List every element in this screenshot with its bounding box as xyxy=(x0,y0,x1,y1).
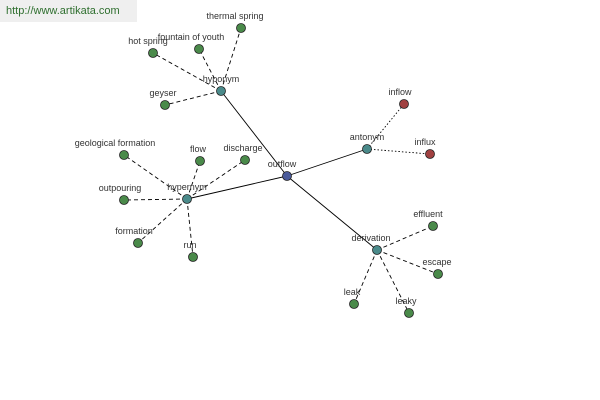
edge-derivation-effluent xyxy=(376,225,434,251)
source-url-banner: http://www.artikata.com xyxy=(0,0,137,22)
edge-outflow-hyponym xyxy=(220,90,288,177)
edge-derivation-leaky xyxy=(376,249,410,314)
node-dot-leaky[interactable] xyxy=(404,308,414,318)
node-dot-hot-spring[interactable] xyxy=(148,48,158,58)
edge-hypernym-discharge xyxy=(186,159,246,200)
node-label-flow: flow xyxy=(190,144,207,154)
node-label-formation: formation xyxy=(115,226,153,236)
node-dot-derivation[interactable] xyxy=(372,245,382,255)
node-leak[interactable]: leak xyxy=(344,287,361,309)
node-dot-influx[interactable] xyxy=(425,149,435,159)
node-dot-outpouring[interactable] xyxy=(119,195,129,205)
node-dot-geyser[interactable] xyxy=(160,100,170,110)
node-label-inflow: inflow xyxy=(388,87,412,97)
node-dot-formation[interactable] xyxy=(133,238,143,248)
node-label-hypernym: hypernym xyxy=(167,182,207,192)
node-label-influx: influx xyxy=(414,137,436,147)
edge-outflow-antonym xyxy=(286,148,368,177)
node-discharge[interactable]: discharge xyxy=(223,143,263,165)
node-formation[interactable]: formation xyxy=(115,226,153,248)
edge-derivation-leak xyxy=(353,249,378,305)
edge-antonym-influx xyxy=(366,148,431,155)
node-dot-flow[interactable] xyxy=(195,156,205,166)
node-dot-discharge[interactable] xyxy=(240,155,250,165)
node-dot-geological-formation[interactable] xyxy=(119,150,129,160)
node-label-derivation: derivation xyxy=(351,233,390,243)
edge-hypernym-geological-formation xyxy=(123,154,188,200)
node-hot-spring[interactable]: hot spring xyxy=(128,36,168,58)
node-dot-run[interactable] xyxy=(188,252,198,262)
edge-outflow-hypernym xyxy=(186,175,288,200)
edge-antonym-inflow xyxy=(366,103,405,150)
node-thermal-spring[interactable]: thermal spring xyxy=(206,11,264,33)
edge-hyponym-hot-spring xyxy=(152,52,222,92)
node-label-antonym: antonym xyxy=(350,132,385,142)
node-geyser[interactable]: geyser xyxy=(149,88,177,110)
node-outflow[interactable]: outflow xyxy=(268,159,297,181)
node-influx[interactable]: influx xyxy=(414,137,436,159)
node-label-thermal-spring: thermal spring xyxy=(206,11,263,21)
node-dot-fountain-of-youth[interactable] xyxy=(194,44,204,54)
node-escape[interactable]: escape xyxy=(422,257,452,279)
node-fountain-of-youth[interactable]: fountain of youth xyxy=(158,32,225,54)
node-dot-effluent[interactable] xyxy=(428,221,438,231)
node-label-outpouring: outpouring xyxy=(99,183,142,193)
edge-hypernym-outpouring xyxy=(123,198,188,201)
node-dot-hypernym[interactable] xyxy=(182,194,192,204)
node-label-hyponym: hyponym xyxy=(203,74,240,84)
node-leaky[interactable]: leaky xyxy=(395,296,417,318)
edge-hyponym-geyser xyxy=(164,90,222,106)
node-label-leaky: leaky xyxy=(395,296,417,306)
graph-edges xyxy=(123,27,439,314)
node-dot-outflow[interactable] xyxy=(282,171,292,181)
node-flow[interactable]: flow xyxy=(190,144,207,166)
node-label-leak: leak xyxy=(344,287,361,297)
node-label-discharge: discharge xyxy=(223,143,262,153)
node-label-hot-spring: hot spring xyxy=(128,36,168,46)
node-antonym[interactable]: antonym xyxy=(350,132,385,154)
node-label-geyser: geyser xyxy=(149,88,176,98)
edge-hyponym-fountain-of-youth xyxy=(198,48,222,92)
source-url[interactable]: http://www.artikata.com xyxy=(6,5,120,17)
node-hyponym[interactable]: hyponym xyxy=(203,74,240,96)
edge-outflow-derivation xyxy=(286,175,378,251)
node-outpouring[interactable]: outpouring xyxy=(99,183,142,205)
node-label-escape: escape xyxy=(422,257,451,267)
node-effluent[interactable]: effluent xyxy=(413,209,443,231)
node-hypernym[interactable]: hypernym xyxy=(167,182,207,204)
node-dot-escape[interactable] xyxy=(433,269,443,279)
node-label-outflow: outflow xyxy=(268,159,297,169)
node-dot-hyponym[interactable] xyxy=(216,86,226,96)
node-dot-antonym[interactable] xyxy=(362,144,372,154)
node-label-run: run xyxy=(183,240,196,250)
edge-hypernym-formation xyxy=(137,198,188,244)
edge-derivation-escape xyxy=(376,249,439,275)
node-inflow[interactable]: inflow xyxy=(388,87,412,109)
node-run[interactable]: run xyxy=(183,240,198,262)
node-dot-leak[interactable] xyxy=(349,299,359,309)
node-label-geological-formation: geological formation xyxy=(75,138,156,148)
node-label-effluent: effluent xyxy=(413,209,443,219)
node-geological-formation[interactable]: geological formation xyxy=(75,138,156,160)
node-label-fountain-of-youth: fountain of youth xyxy=(158,32,225,42)
node-derivation[interactable]: derivation xyxy=(351,233,391,255)
edge-hypernym-flow xyxy=(186,160,201,200)
node-dot-thermal-spring[interactable] xyxy=(236,23,246,33)
edge-hypernym-run xyxy=(186,198,194,258)
node-dot-inflow[interactable] xyxy=(399,99,409,109)
